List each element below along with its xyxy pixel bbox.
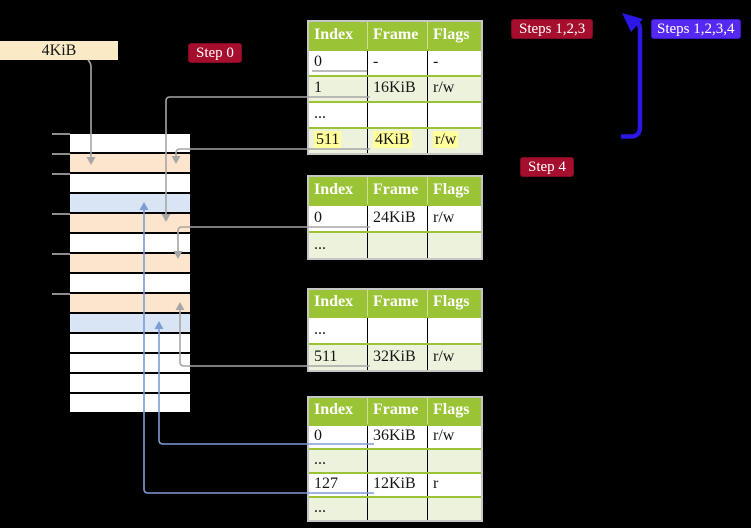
table-row: 0 --	[309, 49, 481, 75]
table-cell	[367, 318, 427, 343]
table-cell: ...	[314, 499, 326, 516]
table-cell: 127	[314, 475, 338, 492]
table-cell: ...	[314, 451, 326, 468]
table-cell: r/w	[427, 77, 481, 101]
memory-frame-row	[70, 234, 190, 252]
memory-frame-row	[70, 354, 190, 372]
table-cell	[427, 103, 481, 127]
table-cell: 36KiB	[367, 426, 427, 448]
table-cell: r	[427, 474, 481, 496]
memory-tick	[52, 253, 70, 255]
page-size-label: 4KiB	[0, 41, 118, 60]
table-cell: 0	[314, 53, 322, 70]
table-cell	[367, 103, 427, 127]
highlighted-value: r/w	[433, 131, 459, 148]
highlighted-value: 4KiB	[373, 131, 412, 148]
memory-frame-row	[70, 334, 190, 352]
table-cell: -	[367, 51, 427, 75]
column-header: Index	[314, 293, 354, 310]
table-cell: r/w	[427, 345, 481, 370]
table-cell: 511	[314, 348, 338, 365]
table-cell: 32KiB	[367, 345, 427, 370]
table-cell	[427, 450, 481, 472]
table-row: 511 4KiB r/w	[309, 127, 481, 153]
table-row: ...	[309, 231, 481, 258]
table-cell: 12KiB	[367, 474, 427, 496]
table-cell	[427, 498, 481, 520]
table-cell: r/w	[427, 206, 481, 231]
table-row: ...	[309, 448, 481, 472]
table-row: ...	[309, 316, 481, 343]
table-cell: 0	[314, 209, 322, 226]
table-cell: ...	[314, 105, 326, 122]
table-cell	[367, 498, 427, 520]
highlighted-value: 511	[314, 131, 342, 148]
column-header: Frame	[367, 398, 427, 424]
steps-1234-label: Steps 1,2,3,4	[651, 19, 741, 39]
memory-tick	[52, 293, 70, 295]
memory-frame-row	[70, 374, 190, 392]
memory-frame-row	[70, 154, 190, 172]
table-cell: 4KiB	[367, 129, 427, 153]
table-cell: 24KiB	[367, 206, 427, 231]
step0-label: Step 0	[188, 43, 242, 63]
table-cell	[427, 318, 481, 343]
table-cell	[367, 233, 427, 258]
memory-frame-row	[70, 174, 190, 192]
step4-label: Step 4	[520, 157, 574, 177]
memory-tick	[52, 133, 70, 135]
memory-tick	[52, 213, 70, 215]
flow-arrow-steps	[621, 13, 643, 139]
table-cell: r/w	[427, 426, 481, 448]
memory-frame-row	[70, 274, 190, 292]
column-header: Flags	[427, 22, 481, 49]
memory-frame-row	[70, 394, 190, 412]
memory-frame-row	[70, 214, 190, 232]
table-row: ...	[309, 101, 481, 127]
memory-tick	[52, 173, 70, 175]
table-cell: 0	[314, 427, 322, 444]
column-header: Flags	[427, 398, 481, 424]
column-header: Index	[314, 181, 354, 198]
table-cell	[367, 450, 427, 472]
table-cell: 511	[309, 129, 367, 153]
table-row: ...	[309, 496, 481, 520]
table-cell: 16KiB	[367, 77, 427, 101]
column-header: Index	[314, 401, 354, 418]
column-header: Frame	[367, 22, 427, 49]
memory-tick	[52, 153, 70, 155]
memory-frame-row	[70, 194, 190, 212]
column-header: Frame	[367, 290, 427, 316]
memory-frame-row	[70, 254, 190, 272]
column-header: Index	[314, 26, 354, 43]
memory-frame-row	[70, 134, 190, 152]
table-cell: ...	[314, 321, 326, 338]
column-header: Flags	[427, 177, 481, 204]
table-cell: -	[427, 51, 481, 75]
steps-123-label: Steps 1,2,3	[511, 19, 594, 39]
table-cell: ...	[314, 236, 326, 253]
table-cell: r/w	[427, 129, 481, 153]
table-cell: 1	[314, 79, 322, 96]
column-header: Flags	[427, 290, 481, 316]
memory-frame-row	[70, 294, 190, 312]
column-header: Frame	[367, 177, 427, 204]
memory-frame-row	[70, 314, 190, 332]
table-cell	[427, 233, 481, 258]
